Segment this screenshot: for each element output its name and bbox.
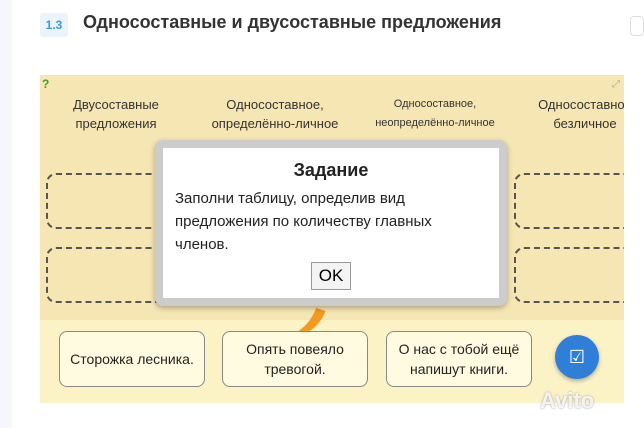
ok-button[interactable]: OK (311, 262, 351, 290)
left-sidebar (0, 0, 12, 428)
dialog-title: Задание (293, 160, 369, 180)
sentence-card[interactable]: Опять повеяло тревогой. (222, 331, 368, 387)
drop-zone[interactable] (514, 247, 624, 303)
sentence-card[interactable]: О нас с тобой ещё напишут книги. (386, 331, 532, 387)
column-header: Односоставное,определённо-личное (211, 97, 339, 131)
check-answer-button[interactable]: ☑ (555, 335, 599, 379)
dialog-text: Заполни таблицу, определив вид предложен… (175, 190, 432, 253)
more-button[interactable] (630, 16, 644, 36)
page-title: Односоставные и двусоставные предложения (83, 12, 502, 32)
fullscreen-icon[interactable]: ⤢ (612, 79, 620, 90)
sentence-card[interactable]: Сторожка лесника. (59, 331, 205, 387)
task-dialog: Задание Заполни таблицу, определив вид п… (155, 140, 507, 306)
watermark: Avito (540, 388, 595, 413)
column-header: Односоставное,неопределённо-личное (375, 98, 495, 129)
checkbox-icon: ☑ (568, 346, 586, 367)
drop-zone[interactable] (514, 173, 624, 229)
help-icon[interactable]: ? (42, 77, 50, 91)
section-number: 1.3 (40, 13, 68, 37)
